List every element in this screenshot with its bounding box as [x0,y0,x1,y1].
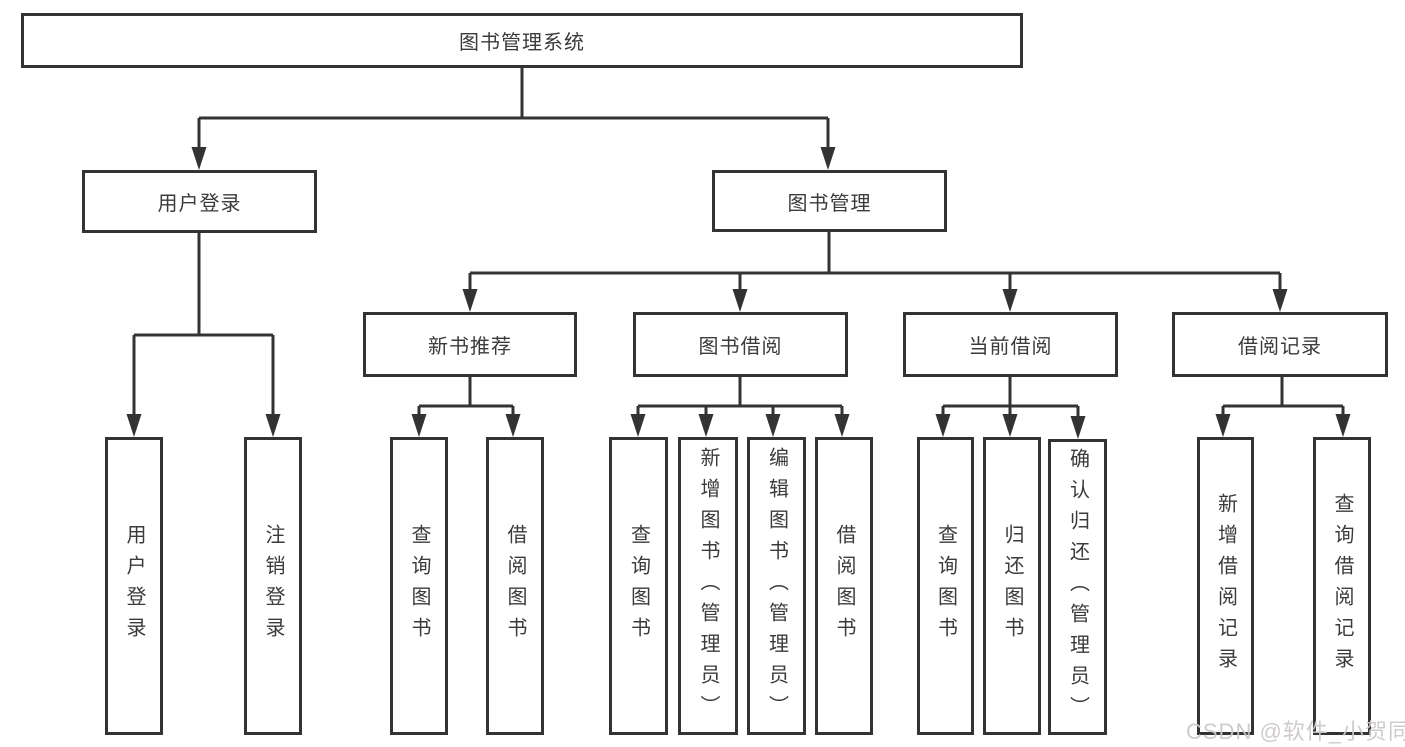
leaf-logout: 注销登录 [244,437,302,735]
arrowheads [126,147,1351,439]
leaf-user-login: 用户登录 [105,437,163,735]
leaf-borrow-books: 借阅图书 [815,437,873,735]
leaf-query-books-current: 查询图书 [917,437,974,735]
node-book-borrow: 图书借阅 [633,312,848,377]
leaf-query-books-recommend: 查询图书 [390,437,448,735]
leaf-borrow-books-recommend: 借阅图书 [486,437,544,735]
node-current-borrow: 当前借阅 [903,312,1118,377]
leaf-edit-books-admin: 编辑图书（管理员） [747,437,806,735]
node-new-book-recommend: 新书推荐 [363,312,577,377]
node-user-login: 用户登录 [82,170,317,233]
node-borrow-records: 借阅记录 [1172,312,1388,377]
leaf-query-borrow-record: 查询借阅记录 [1313,437,1371,735]
leaf-query-books-borrow: 查询图书 [609,437,668,735]
leaf-add-borrow-record: 新增借阅记录 [1197,437,1254,735]
node-book-management: 图书管理 [712,170,947,232]
watermark-text: CSDN @软件_小贺同学 [1186,719,1405,744]
leaf-add-books-admin: 新增图书（管理员） [678,437,738,735]
node-root-system: 图书管理系统 [21,13,1023,68]
leaf-confirm-return-admin: 确认归还（管理员） [1048,439,1107,735]
leaf-return-books: 归还图书 [983,437,1041,735]
